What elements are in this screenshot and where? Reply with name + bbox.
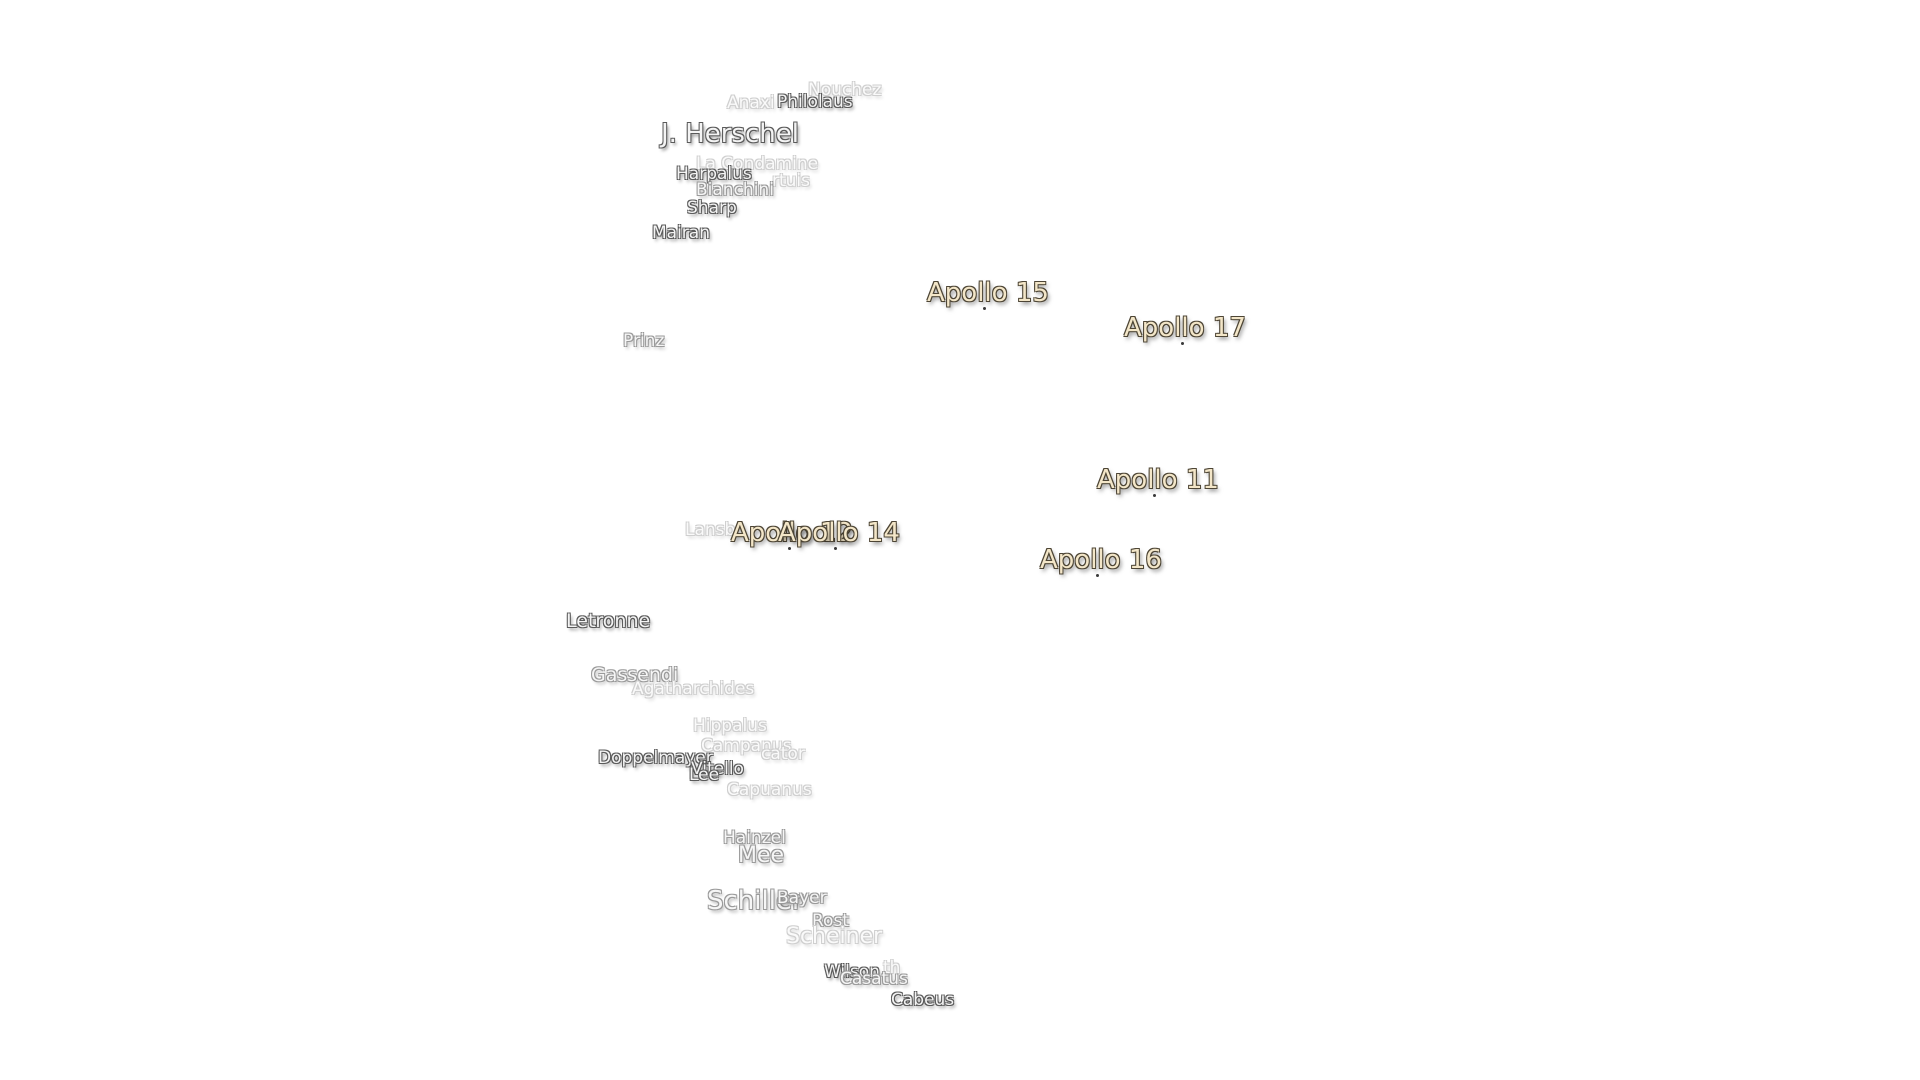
crater-label-agatharchides[interactable]: Agatharchides [632,679,755,699]
apollo-16-site-marker[interactable] [1096,574,1099,577]
apollo-17-label[interactable]: Apollo 17 [1124,313,1246,343]
apollo-14-site-marker[interactable] [834,547,837,550]
crater-label-doppelmayer[interactable]: Doppelmayer [598,748,713,768]
crater-label-la-condamine[interactable]: La Condamine [696,154,819,174]
apollo-11-site-marker[interactable] [1153,494,1156,497]
apollo-12-label[interactable]: Apollo 12 [731,518,853,548]
crater-label-j-herschel[interactable]: J. Herschel [661,119,799,149]
crater-label-schiller[interactable]: Schiller [707,886,803,916]
crater-label-nouchez[interactable]: Nouchez [808,80,882,100]
crater-label-mee[interactable]: Mee [738,843,785,868]
apollo-15-label[interactable]: Apollo 15 [927,278,1049,308]
crater-label-lansberg[interactable]: Lansb [685,520,736,540]
crater-label-gassendi[interactable]: Gassendi [591,664,679,686]
crater-label-casatus[interactable]: Casatus [840,969,908,989]
crater-label-bartuis[interactable]: rtuis [772,171,811,191]
crater-label-lee[interactable]: Lee [689,765,720,785]
crater-label-harpalus[interactable]: Harpalus [676,164,752,184]
crater-label-sharp[interactable]: Sharp [687,198,737,218]
crater-label-letronne[interactable]: Letronne [566,610,651,632]
crater-label-wilson[interactable]: Wilson [824,962,880,982]
apollo-14-label[interactable]: Apollo 14 [778,518,900,548]
crater-label-mercator[interactable]: cator [761,744,805,764]
crater-label-klaproth[interactable]: th [883,958,901,978]
crater-label-capuanus[interactable]: Capuanus [727,780,812,800]
crater-label-prinz[interactable]: Prinz [623,331,665,351]
apollo-15-site-marker[interactable] [983,307,986,310]
apollo-16-label[interactable]: Apollo 16 [1040,545,1162,575]
apollo-17-site-marker[interactable] [1181,342,1184,345]
crater-label-hainzel[interactable]: Hainzel [723,828,786,848]
crater-label-bayer[interactable]: Bayer [777,888,827,908]
crater-label-mairan[interactable]: Mairan [652,223,710,243]
apollo-12-site-marker[interactable] [788,547,791,550]
crater-label-hippalus[interactable]: Hippalus [693,716,767,736]
crater-label-rost[interactable]: Rost [812,911,849,931]
crater-label-scheiner[interactable]: Scheiner [786,924,883,949]
crater-label-bianchini[interactable]: Bianchini [696,180,774,200]
crater-label-cabeus[interactable]: Cabeus [891,990,955,1010]
crater-label-vitello[interactable]: Vitello [691,759,744,779]
crater-label-philolaus[interactable]: Philolaus [777,92,853,112]
crater-label-anaxi[interactable]: Anaxi [727,93,775,113]
apollo-11-label[interactable]: Apollo 11 [1097,465,1219,495]
crater-label-campanus[interactable]: Campanus [701,736,792,756]
